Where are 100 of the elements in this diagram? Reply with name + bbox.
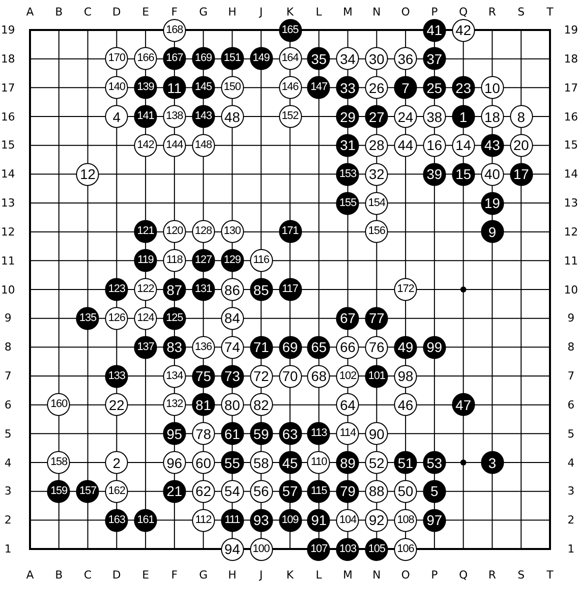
move-number: 107 [310, 544, 328, 554]
move-number: 140 [108, 82, 126, 94]
move-number: 44 [398, 138, 414, 152]
move-number: 154 [368, 198, 386, 208]
move-number: 14 [456, 138, 472, 152]
move-number: 123 [108, 284, 126, 295]
move-number: 41 [426, 23, 442, 37]
go-stone [134, 47, 158, 70]
move-number: 63 [282, 426, 298, 441]
go-stone [365, 336, 388, 359]
move-number: 84 [224, 311, 240, 326]
go-stone [365, 480, 388, 503]
go-stone [250, 480, 273, 503]
go-stone [220, 306, 244, 330]
move-number: 56 [253, 484, 269, 498]
row-number: 16 [564, 111, 578, 122]
move-number: 91 [311, 513, 327, 528]
go-stone [220, 422, 244, 446]
move-number: 148 [194, 140, 212, 151]
go-stone [452, 393, 475, 416]
go-stone [105, 393, 128, 416]
row-number: 17 [1, 82, 15, 94]
go-stone [365, 105, 388, 128]
move-number: 172 [397, 284, 414, 295]
move-number: 142 [137, 140, 154, 151]
go-stone [192, 393, 215, 416]
row-number: 10 [564, 284, 578, 295]
go-stone [394, 538, 418, 560]
go-stone [394, 508, 418, 532]
move-number: 24 [398, 110, 414, 124]
move-number: 129 [224, 255, 241, 266]
move-number: 138 [166, 111, 183, 122]
row-number: 18 [564, 53, 578, 64]
move-number: 83 [166, 340, 182, 354]
go-stone [336, 306, 360, 330]
move-number: 46 [398, 398, 414, 412]
go-stone [105, 364, 128, 388]
go-stone [452, 18, 475, 42]
move-number: 26 [368, 80, 384, 95]
go-stone [250, 422, 273, 446]
go-stone [47, 480, 70, 503]
go-stone [394, 364, 418, 388]
go-stone [162, 451, 186, 474]
go-stone [162, 364, 186, 388]
go-stone [250, 249, 273, 272]
go-stone [192, 278, 215, 301]
column-letter: F [171, 6, 178, 18]
go-stone [192, 451, 215, 474]
move-number: 17 [513, 167, 529, 182]
row-number: 6 [568, 399, 574, 410]
go-stone [105, 306, 128, 330]
move-number: 114 [340, 428, 356, 440]
column-letter: C [84, 570, 92, 580]
go-stone [365, 162, 388, 186]
go-stone [162, 393, 186, 416]
move-number: 21 [166, 484, 182, 498]
move-number: 71 [253, 340, 269, 354]
move-number: 153 [339, 168, 356, 180]
move-number: 40 [484, 167, 500, 182]
move-number: 119 [138, 255, 154, 266]
column-letter: M [343, 570, 353, 580]
column-letter: Q [459, 570, 468, 580]
go-stone [480, 134, 504, 157]
go-stone [394, 393, 418, 416]
go-stone [192, 364, 215, 388]
go-stone [192, 76, 215, 100]
go-stone [192, 249, 215, 272]
move-number: 121 [137, 226, 154, 238]
go-stone [336, 162, 360, 186]
move-number: 126 [108, 312, 126, 324]
move-number: 161 [137, 514, 154, 526]
move-number: 128 [194, 226, 212, 238]
go-stone [422, 18, 446, 42]
go-stone [510, 162, 533, 186]
go-stone [336, 451, 360, 474]
move-number: 68 [311, 369, 327, 383]
go-stone [162, 76, 186, 100]
move-number: 69 [282, 340, 298, 354]
move-number: 34 [340, 52, 356, 66]
move-number: 127 [194, 255, 212, 266]
row-number: 6 [4, 399, 12, 410]
move-number: 15 [456, 167, 472, 182]
go-stone [422, 480, 446, 503]
move-number: 39 [426, 167, 442, 182]
row-number: 2 [568, 514, 574, 526]
row-number: 4 [4, 457, 12, 468]
go-stone [336, 192, 360, 214]
row-number: 9 [4, 312, 12, 324]
move-number: 79 [340, 484, 356, 498]
move-number: 28 [368, 138, 384, 152]
go-stone [336, 422, 360, 446]
move-number: 81 [196, 398, 212, 412]
go-stone [250, 47, 273, 70]
column-letter: J [259, 570, 263, 580]
go-stone [365, 422, 388, 446]
move-number: 65 [311, 340, 327, 354]
move-number: 157 [79, 486, 96, 497]
row-number: 7 [568, 370, 574, 382]
move-number: 80 [224, 398, 240, 412]
column-letter: D [112, 6, 121, 18]
